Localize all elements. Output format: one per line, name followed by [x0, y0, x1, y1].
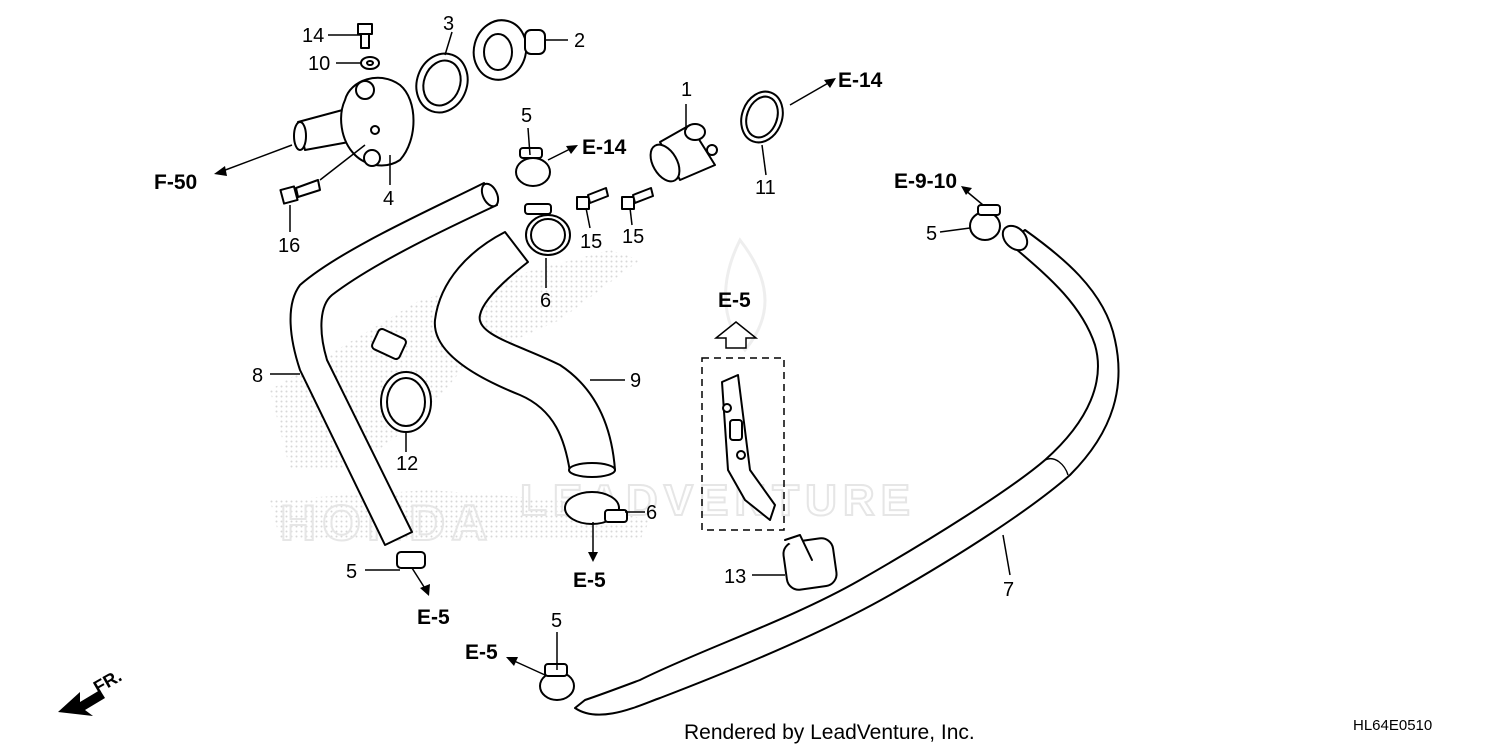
callouts: 14 10 3 2 1 5 4 16 11 15 15 6 9 8 12 6 5…: [252, 13, 1014, 632]
part-3-gasket[interactable]: [408, 46, 476, 119]
part-4-thermostat-cover[interactable]: [293, 76, 415, 167]
front-label: FR.: [90, 666, 125, 698]
callout-13: 13: [724, 566, 746, 588]
up-arrow-icon: [713, 321, 759, 349]
ref-e14-right[interactable]: E-14: [838, 69, 883, 92]
ref-f50[interactable]: F-50: [154, 171, 197, 194]
part-15-bolt-b[interactable]: [621, 187, 654, 210]
part-13-clip[interactable]: [782, 534, 838, 591]
part-11-o-ring[interactable]: [734, 86, 789, 149]
part-14-bolt[interactable]: [357, 23, 373, 49]
part-2-thermostat[interactable]: [467, 14, 546, 85]
part-7-hose[interactable]: [574, 221, 1120, 716]
ref-e9-10[interactable]: E-9-10: [894, 170, 957, 193]
callout-16: 16: [278, 235, 300, 257]
callout-6-upper: 6: [540, 290, 551, 312]
callout-12: 12: [396, 453, 418, 475]
callout-14: 14: [302, 25, 324, 47]
fr-arrow-icon: [58, 690, 105, 716]
part-12-clamp[interactable]: [371, 328, 432, 433]
flame-watermark: [724, 237, 767, 353]
callout-5-bottom: 5: [551, 610, 562, 632]
part-10-washer[interactable]: [360, 56, 380, 70]
callout-5-top: 5: [521, 105, 532, 127]
callout-5-lower: 5: [346, 561, 357, 583]
rendered-by-footer: Rendered by LeadVenture, Inc.: [684, 721, 975, 744]
part-16-bolt[interactable]: [279, 179, 321, 205]
leader-lines: [214, 31, 1011, 676]
callout-7: 7: [1003, 579, 1014, 601]
bracket-e5-box: [701, 357, 785, 531]
callout-10: 10: [308, 53, 330, 75]
front-direction: FR.: [58, 666, 125, 716]
ref-e5-bracket[interactable]: E-5: [718, 289, 751, 312]
callout-15-b: 15: [622, 226, 644, 248]
callout-11: 11: [755, 177, 776, 199]
part-5-clamp-lower[interactable]: [396, 551, 426, 569]
references: E-14 E-14 F-50 E-9-10 E-5 E-5 E-5 E-5: [154, 69, 957, 664]
callout-5-right: 5: [926, 223, 937, 245]
callout-8: 8: [252, 365, 263, 387]
ref-e14-middle[interactable]: E-14: [582, 136, 627, 159]
part-6-clamp-upper[interactable]: [524, 203, 571, 256]
callout-6-lower: 6: [646, 502, 657, 524]
callout-3: 3: [443, 13, 454, 35]
part-5-clamp-right[interactable]: [969, 204, 1001, 241]
callout-1: 1: [681, 79, 692, 101]
part-15-bolt-a[interactable]: [576, 187, 609, 210]
diagram-code: HL64E0510: [1353, 717, 1432, 734]
part-9-hose[interactable]: [433, 231, 616, 478]
part-5-clamp-bottom[interactable]: [539, 663, 575, 701]
part-6-clamp-lower[interactable]: [564, 491, 628, 525]
callout-15-a: 15: [580, 231, 602, 253]
part-8-hose[interactable]: [289, 181, 502, 546]
ref-e5-clamp[interactable]: E-5: [573, 569, 606, 592]
callout-4: 4: [383, 188, 394, 210]
callout-2: 2: [574, 30, 585, 52]
part-1-joint[interactable]: [645, 123, 718, 186]
part-5-clamp-top[interactable]: [515, 147, 551, 187]
ref-e5-lower-left[interactable]: E-5: [417, 606, 450, 629]
callout-9: 9: [630, 370, 641, 392]
ref-e5-bottom[interactable]: E-5: [465, 641, 498, 664]
